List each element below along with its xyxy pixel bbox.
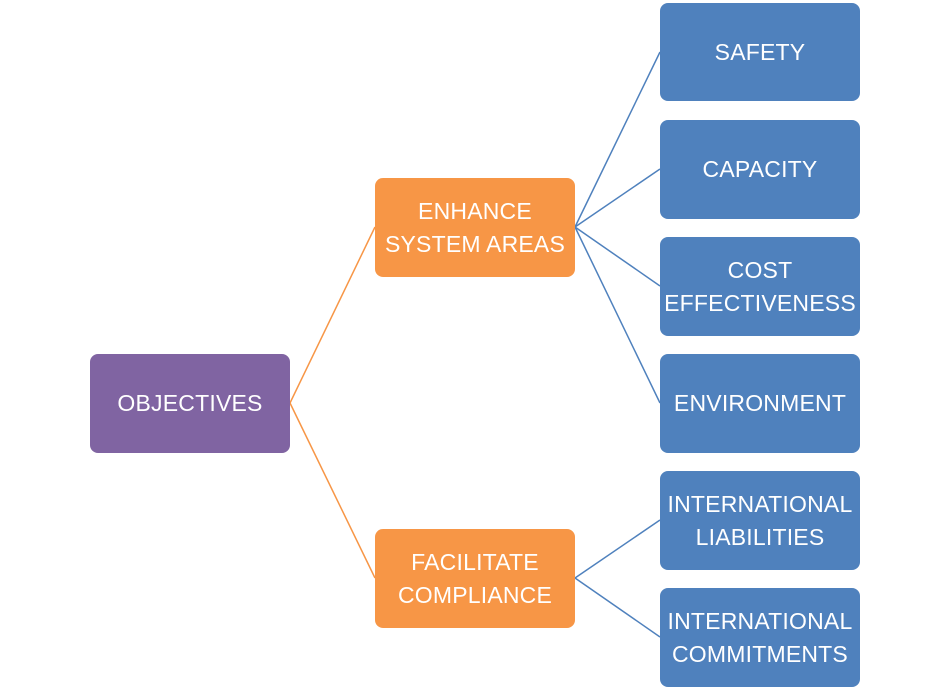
node-label-line: FACILITATE: [411, 548, 539, 575]
international-commitments-node: INTERNATIONAL COMMITMENTS: [660, 588, 860, 687]
objectives-label: OBJECTIVES: [117, 390, 263, 416]
node-label-line: COMPLIANCE: [397, 581, 553, 608]
capacity-node: CAPACITY: [660, 120, 860, 219]
connector-enhance-safety: [574, 51, 661, 228]
node-label-line: EFFECTIVENESS: [664, 289, 856, 316]
node-label-line: CAPACITY: [702, 156, 818, 182]
node-label-line: COST: [727, 256, 793, 283]
safety-node: SAFETY: [660, 3, 860, 101]
node-label-line: COMMITMENTS: [672, 640, 848, 667]
connector-facilitate-liabilities: [574, 519, 661, 579]
connector-enhance-environment: [574, 226, 661, 404]
connector-root-facilitate: [289, 402, 376, 579]
cost-effectiveness-node: COST EFFECTIVENESS: [660, 237, 860, 336]
environment-node: ENVIRONMENT: [660, 354, 860, 453]
international-liabilities-node: INTERNATIONAL LIABILITIES: [660, 471, 860, 570]
node-label-line: ENVIRONMENT: [673, 390, 847, 416]
node-label-line: INTERNATIONAL: [667, 607, 853, 634]
objectives-node: OBJECTIVES: [90, 354, 290, 453]
facilitate-compliance-node: FACILITATE COMPLIANCE: [375, 529, 575, 628]
connector-facilitate-commitments: [574, 577, 661, 638]
node-label-line: ENHANCE: [418, 197, 532, 224]
node-label-line: LIABILITIES: [695, 523, 825, 550]
enhance-system-areas-node: ENHANCE SYSTEM AREAS: [375, 178, 575, 277]
node-label-line: INTERNATIONAL: [667, 490, 853, 517]
connector-enhance-cost: [574, 226, 661, 287]
connector-enhance-capacity: [574, 168, 661, 228]
node-label-line: SYSTEM AREAS: [384, 230, 566, 257]
connector-root-enhance: [289, 226, 376, 404]
node-label-line: SAFETY: [714, 38, 806, 65]
